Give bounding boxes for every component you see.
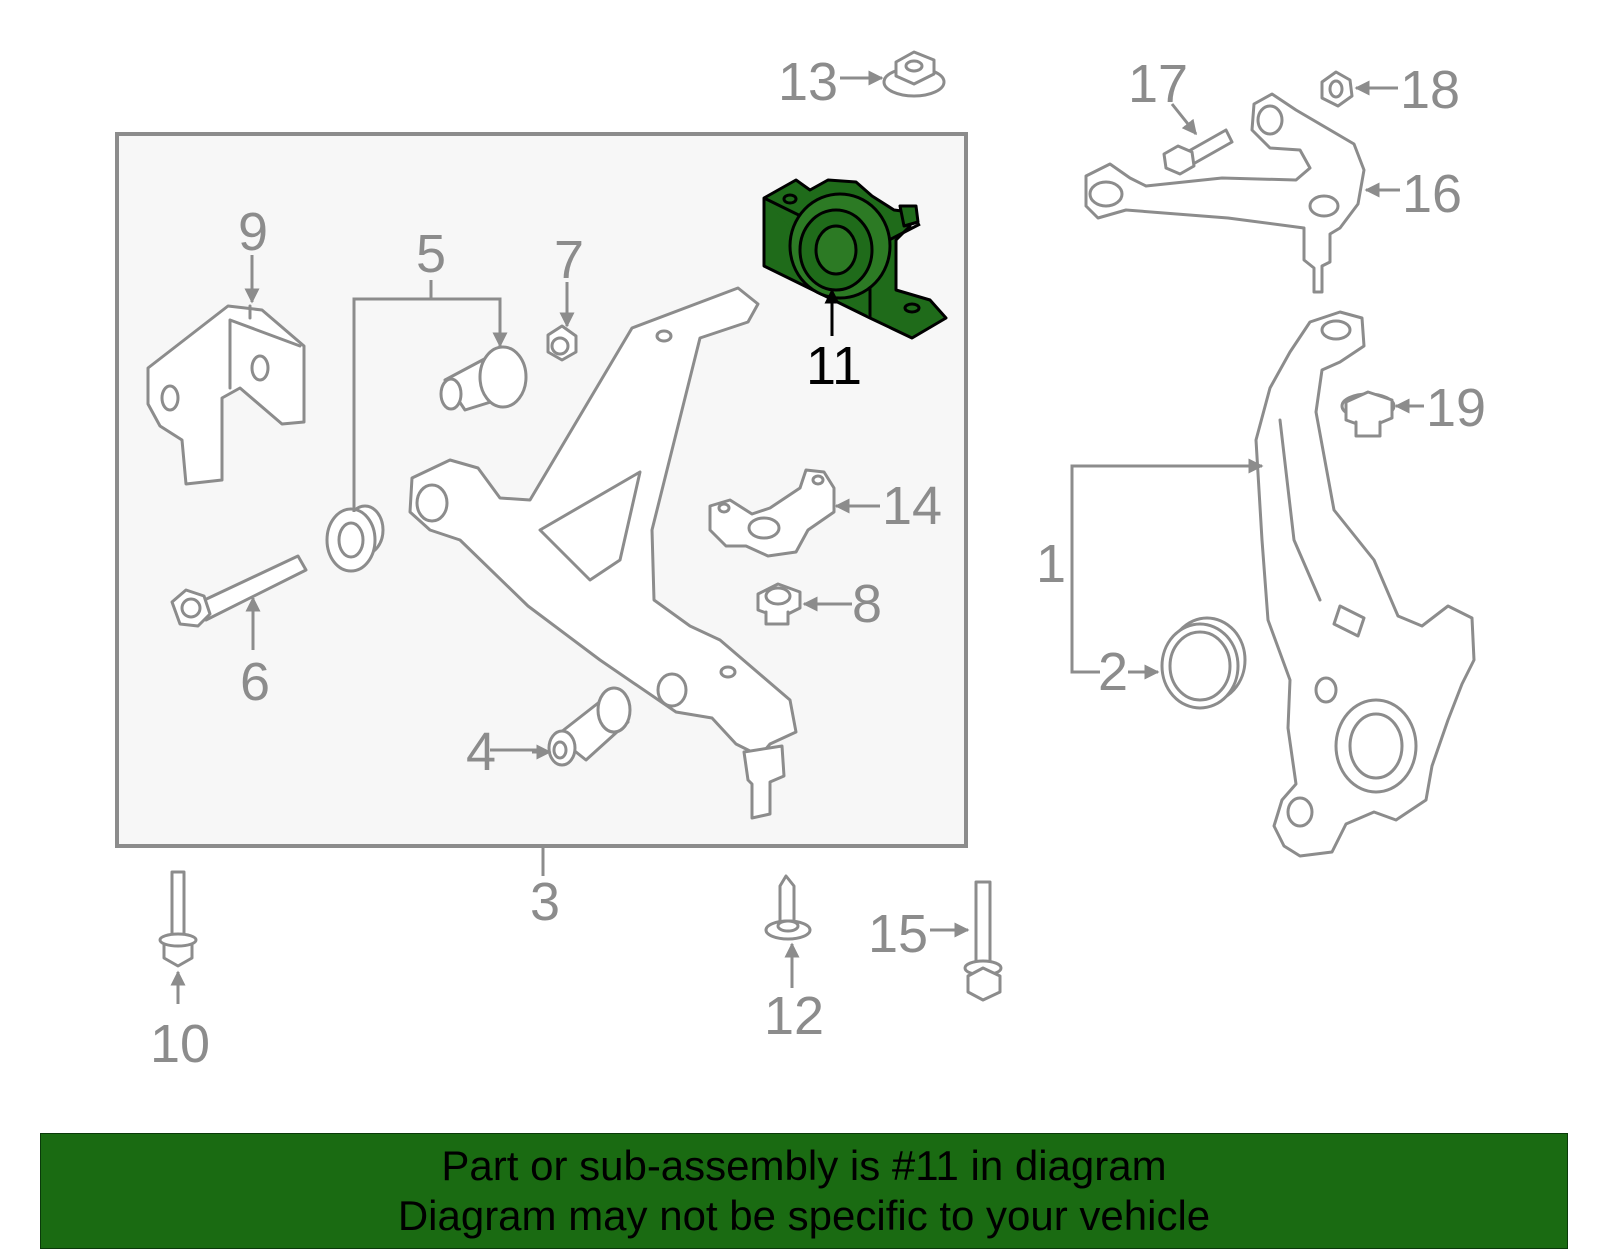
- callout-8: 8: [852, 574, 882, 634]
- stud-part-12[interactable]: [764, 874, 812, 941]
- upper-control-arm-part-16[interactable]: [1084, 92, 1366, 294]
- callout-16: 16: [1402, 164, 1462, 224]
- banner-line-2: Diagram may not be specific to your vehi…: [397, 1192, 1211, 1239]
- nut-part-19[interactable]: [1340, 390, 1396, 438]
- callout-11: 11: [806, 336, 862, 396]
- bolt-part-6[interactable]: [170, 554, 308, 628]
- bushing-part-5-lower[interactable]: [325, 504, 385, 573]
- callout-9: 9: [238, 202, 268, 262]
- bolt-part-15[interactable]: [963, 880, 1003, 1002]
- nut-part-8[interactable]: [756, 582, 802, 626]
- callout-18: 18: [1400, 60, 1460, 120]
- nut-part-18[interactable]: [1320, 70, 1354, 108]
- lower-control-arm-part-3[interactable]: [408, 286, 798, 820]
- nut-part-13[interactable]: [882, 50, 946, 98]
- callout-2: 2: [1098, 642, 1128, 702]
- callout-12: 12: [764, 986, 824, 1046]
- bolt-part-17[interactable]: [1162, 128, 1234, 176]
- bushing-mount-part-11-highlighted[interactable]: [762, 178, 948, 340]
- callout-1: 1: [1036, 534, 1066, 594]
- bracket-part-9[interactable]: [146, 304, 306, 486]
- callout-19: 19: [1426, 378, 1486, 438]
- bracket-part-14[interactable]: [708, 468, 836, 558]
- callout-15: 15: [868, 904, 928, 964]
- callout-17: 17: [1128, 54, 1188, 114]
- bolt-part-10[interactable]: [158, 870, 198, 968]
- seal-part-2[interactable]: [1160, 616, 1247, 710]
- info-banner: Part or sub-assembly is #11 in diagram D…: [40, 1133, 1568, 1249]
- steering-knuckle-part-1[interactable]: [1254, 310, 1476, 858]
- leader-lines: [170, 70, 1424, 1004]
- callout-5: 5: [416, 224, 446, 284]
- bushing-part-4[interactable]: [547, 686, 632, 767]
- callout-13: 13: [778, 52, 838, 112]
- parts-diagram: 9 5 7 6 4 14 8 11 13 3 10 12 15 17 18 16…: [115, 50, 1486, 1074]
- callout-10: 10: [150, 1014, 210, 1074]
- bushing-part-5-upper[interactable]: [439, 345, 528, 412]
- callout-7: 7: [554, 230, 584, 290]
- banner-line-1: Part or sub-assembly is #11 in diagram: [441, 1142, 1167, 1189]
- callout-6: 6: [240, 652, 270, 712]
- callout-4: 4: [466, 722, 496, 782]
- callout-14: 14: [882, 476, 942, 536]
- callout-3: 3: [530, 872, 560, 932]
